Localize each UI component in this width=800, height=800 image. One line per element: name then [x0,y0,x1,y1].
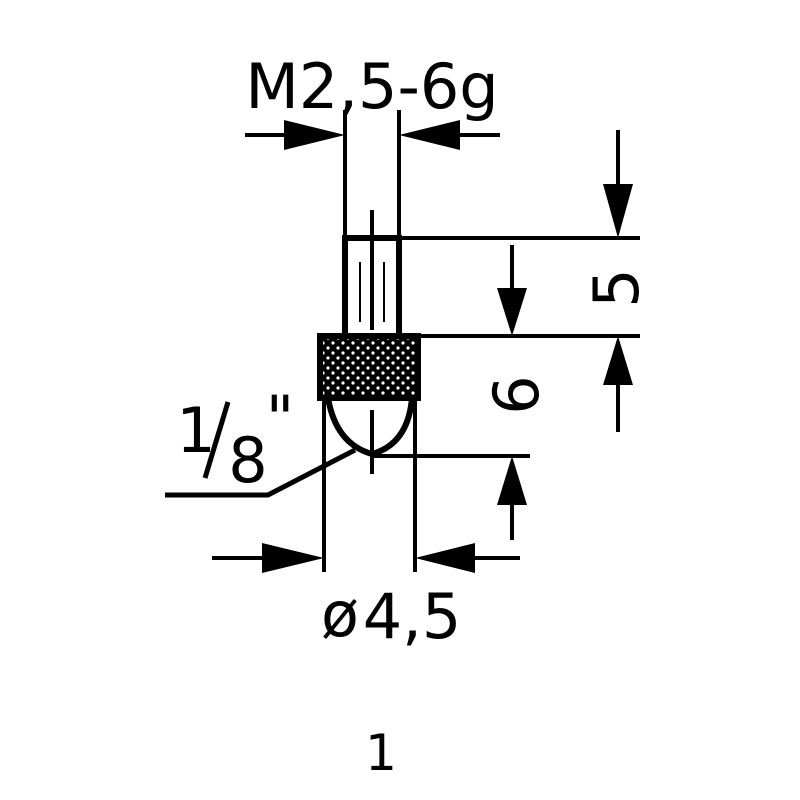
dim6-arrow-top [497,288,527,336]
thread-arrow-right [399,120,460,150]
diameter-arrow-right [415,543,475,573]
dim6-arrow-bottom [497,456,527,505]
dim5-arrow-bottom [603,336,633,385]
labels: M2,5-6g 5 6 1 8 " ø 4,5 1 [176,50,653,782]
knurled-body [317,333,421,401]
thread-spec-label: M2,5-6g [245,50,498,123]
ball-size-inch-mark: " [266,382,295,455]
thread-arrow-left [284,120,345,150]
diameter-value: 4,5 [363,580,462,653]
tip-length-label: 6 [480,375,553,414]
probe-part [317,210,421,474]
diameter-arrow-left [262,543,324,573]
thread-length-label: 5 [580,268,653,307]
ball-size-label: 1 8 " [176,382,294,497]
arrowheads [262,120,633,573]
ball-size-fraction-bar [202,401,231,479]
dimension-lines [165,110,640,572]
dim5-arrow-top [603,184,633,238]
figure-number: 1 [365,724,397,782]
ball-size-numerator: 1 [176,394,215,467]
ball-size-denominator: 8 [228,424,267,497]
diameter-symbol: ø [321,578,359,651]
ball-leader-line [165,447,357,498]
